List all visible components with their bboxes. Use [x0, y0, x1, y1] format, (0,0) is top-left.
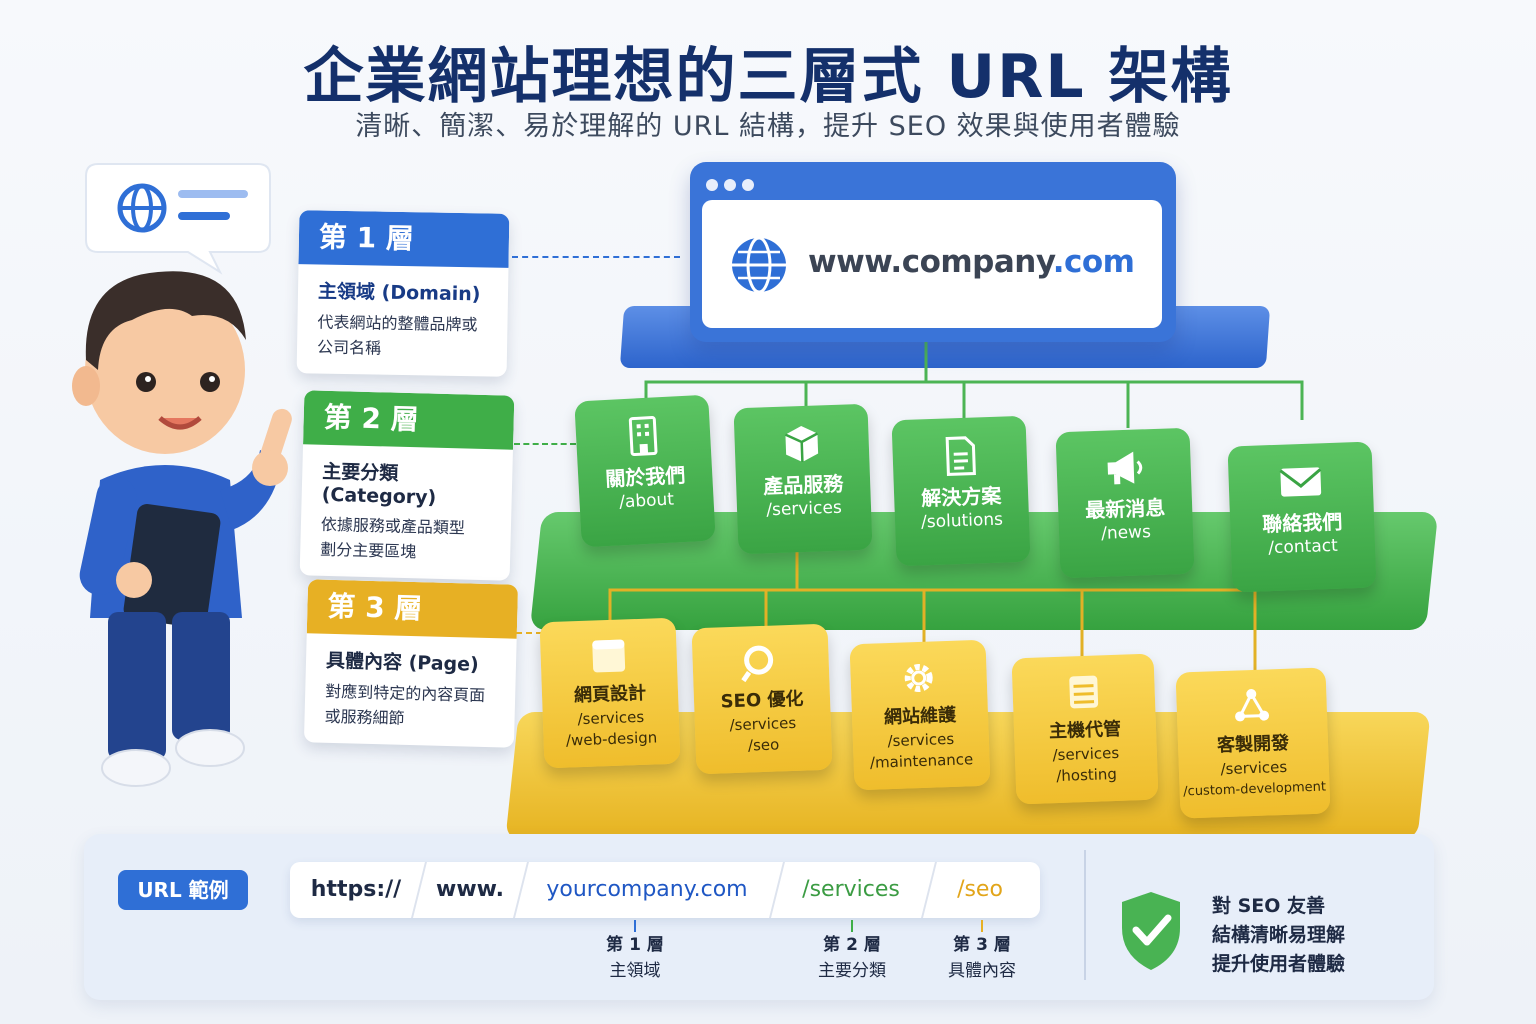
- page-card-seo[interactable]: SEO 優化 /services /seo: [691, 623, 833, 775]
- speech-bubble: [85, 163, 271, 275]
- url-segment-page: /seo: [957, 877, 1003, 902]
- panel-divider: [1084, 850, 1086, 980]
- domain-tld: .com: [1052, 244, 1135, 280]
- browser-screen: www.company.com: [702, 200, 1162, 328]
- page-path: /web-design: [565, 728, 658, 750]
- domain-browser-window: www.company.com: [690, 162, 1176, 342]
- domain-main: www.company: [808, 244, 1053, 280]
- nodes-icon: [1235, 689, 1270, 722]
- shield-check-icon: [1122, 892, 1180, 970]
- url-label-layer-2: 第 2 層 主要分類: [791, 932, 913, 984]
- page-card-hosting[interactable]: 主機代管 /services /hosting: [1011, 653, 1159, 805]
- url-label-desc: 主領域: [609, 961, 661, 981]
- url-segment-domain: yourcompany.com: [546, 877, 748, 902]
- page-card-custom-development[interactable]: 客製開發 /services /custom-development: [1175, 667, 1331, 819]
- seo-benefit-item: 提升使用者體驗: [1212, 953, 1346, 975]
- url-segment-protocol: https://: [310, 877, 402, 902]
- page-path: /custom-development: [1183, 779, 1327, 800]
- envelope-icon: [1279, 467, 1322, 497]
- url-label-desc: 具體內容: [948, 961, 1016, 981]
- window-dot: [724, 179, 736, 191]
- person-illustration: [72, 163, 292, 787]
- url-segment-www: www.: [436, 877, 504, 902]
- url-label-layer: 第 1 層: [606, 935, 664, 955]
- page-card-maintenance[interactable]: 網站維護 /services /maintenance: [849, 639, 991, 791]
- seo-benefit-item: 結構清晰易理解: [1212, 924, 1346, 946]
- building-icon: [628, 416, 658, 457]
- seo-benefit-item: 對 SEO 友善: [1212, 895, 1326, 917]
- page-path: /seo: [747, 735, 780, 755]
- category-path: /services: [765, 497, 843, 521]
- page-subtitle: 清晰、簡潔、易於理解的 URL 結構，提升 SEO 效果與使用者體驗: [355, 111, 1181, 142]
- category-card-services[interactable]: 產品服務 /services: [733, 403, 873, 555]
- category-card-solutions[interactable]: 解決方案 /solutions: [891, 415, 1031, 567]
- category-card-contact[interactable]: 聯絡我們 /contact: [1227, 441, 1377, 593]
- window-dot: [706, 179, 718, 191]
- layer-2-tick: [851, 920, 853, 932]
- category-path: /contact: [1268, 535, 1339, 559]
- category-card-news[interactable]: 最新消息 /news: [1055, 427, 1195, 579]
- url-example-badge: URL 範例: [118, 870, 248, 910]
- window-dot: [742, 179, 754, 191]
- layer-1-connector: [512, 256, 680, 258]
- layer-3-tick: [981, 920, 983, 932]
- category-path: /news: [1100, 522, 1152, 544]
- window-icon: [592, 639, 626, 673]
- url-label-layer: 第 2 層: [823, 935, 881, 955]
- seo-benefits: 對 SEO 友善 結構清晰易理解 提升使用者體驗: [1212, 892, 1345, 979]
- page-path: /hosting: [1055, 764, 1118, 786]
- category-path: /solutions: [920, 509, 1004, 533]
- green-tree-lines: [644, 340, 1304, 428]
- server-icon: [1069, 675, 1099, 709]
- cube-icon: [784, 426, 819, 463]
- url-label-layer-3: 第 3 層 具體內容: [921, 932, 1043, 984]
- page-card-web-design[interactable]: 網頁設計 /services /web-design: [539, 617, 681, 769]
- layer-3-connector: [516, 632, 542, 634]
- layer-1-tick: [634, 920, 636, 932]
- globe-icon: [732, 236, 786, 294]
- page-title: 企業網站理想的三層式 URL 架構: [303, 42, 1233, 112]
- url-segment-category: /services: [802, 877, 900, 902]
- yellow-tree-lines: [608, 548, 1257, 670]
- megaphone-icon: [1107, 451, 1143, 485]
- window-dots: [706, 176, 760, 195]
- domain-url: www.company.com: [808, 244, 1135, 280]
- url-label-desc: 主要分類: [818, 961, 886, 981]
- url-label-layer-1: 第 1 層 主領域: [574, 932, 696, 984]
- url-label-layer: 第 3 層: [953, 935, 1011, 955]
- globe-icon: [117, 183, 167, 233]
- layer-2-connector: [514, 443, 576, 445]
- magnifier-icon: [741, 645, 774, 683]
- gear-icon: [904, 664, 933, 693]
- document-icon: [945, 436, 976, 476]
- category-card-about[interactable]: 關於我們 /about: [574, 394, 716, 548]
- page-path: /maintenance: [869, 750, 974, 772]
